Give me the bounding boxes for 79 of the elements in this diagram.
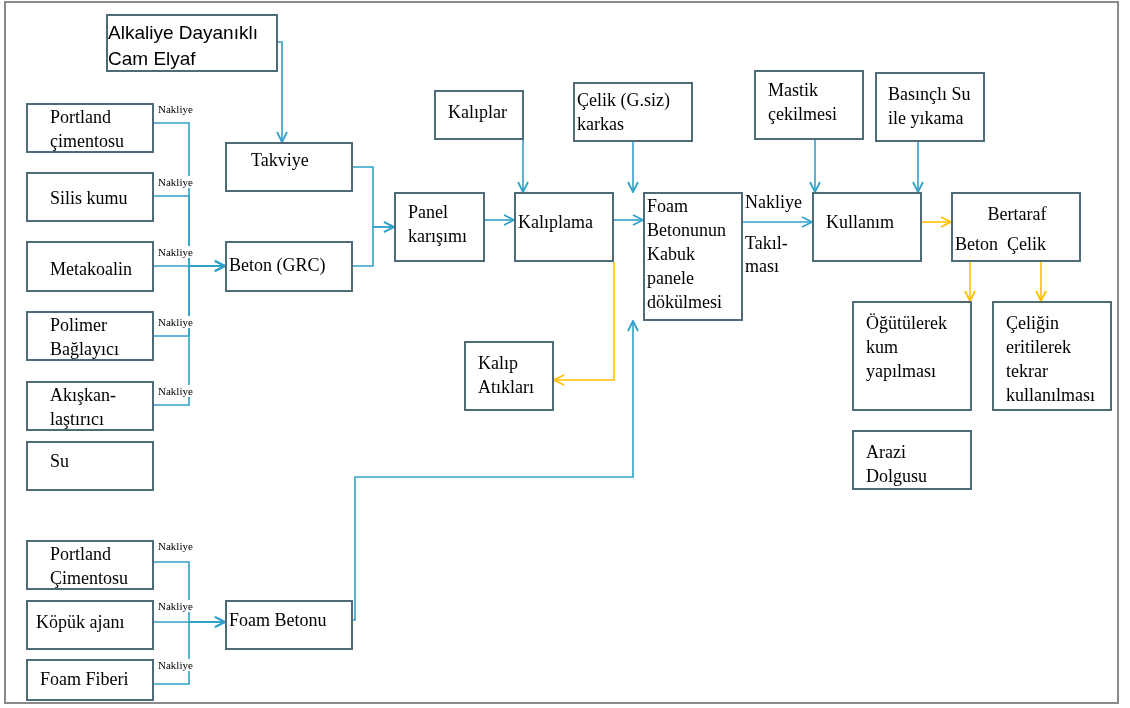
box-text: Arazi Dolgusu xyxy=(866,441,928,488)
process-box xyxy=(434,90,524,140)
box-text: Portland Çimentosu xyxy=(50,543,129,590)
box-text: Köpük ajanı xyxy=(36,611,126,634)
process-box xyxy=(852,430,972,490)
box-text: Silis kumu xyxy=(50,187,129,210)
box-text: Beton (GRC) xyxy=(229,254,327,277)
box-text: Kullanım xyxy=(826,211,895,234)
box-text: Mastik çekilmesi xyxy=(768,79,838,126)
process-box xyxy=(26,540,154,590)
process-box xyxy=(26,103,154,153)
arrow xyxy=(742,216,813,228)
process-box xyxy=(26,600,154,650)
box-text: Metakoalin xyxy=(50,258,133,281)
process-box xyxy=(812,192,922,262)
arrow xyxy=(484,214,515,226)
arrow xyxy=(352,221,395,267)
process-box xyxy=(992,301,1112,411)
box-text: Kalıp Atıkları xyxy=(478,352,535,399)
process-box xyxy=(394,192,485,262)
process-box xyxy=(26,381,154,431)
process-box xyxy=(26,241,154,292)
process-box xyxy=(26,441,154,491)
box-text: Takviye xyxy=(251,149,310,172)
box-text: Su xyxy=(50,450,70,473)
arrow xyxy=(627,141,639,193)
edge-label: Nakliye xyxy=(158,246,193,258)
box-text: Beton Çelik xyxy=(955,233,1047,256)
process-box xyxy=(514,192,614,262)
process-box xyxy=(951,192,1081,262)
box-text: Portland çimentosu xyxy=(50,106,125,153)
box-text: Öğütülerek kum yapılması xyxy=(866,312,948,383)
arrow xyxy=(352,320,639,621)
arrow xyxy=(553,261,615,386)
box-text: Kalıplama xyxy=(518,211,594,234)
process-box xyxy=(26,311,154,361)
process-box xyxy=(573,82,693,142)
arrow xyxy=(613,214,644,226)
arrow xyxy=(1035,261,1047,302)
edge-label: Nakliye xyxy=(158,316,193,328)
box-text: Foam Betonu xyxy=(229,609,328,632)
arrow xyxy=(921,216,952,228)
process-box xyxy=(26,659,154,701)
edge-label: Nakliye xyxy=(745,192,802,212)
box-text: Akışkan-laştırıcı xyxy=(50,384,117,431)
arrow xyxy=(964,261,976,302)
process-box xyxy=(875,72,985,142)
box-text: Basınçlı Su ile yıkama xyxy=(888,83,972,130)
arrow xyxy=(153,616,226,685)
box-text: Çelik (G.siz) karkas xyxy=(577,89,671,136)
arrow xyxy=(153,260,226,406)
edge-label: Nakliye xyxy=(158,103,193,115)
process-box xyxy=(643,192,743,321)
box-text: Çeliğin eritilerek tekrar kullanılması xyxy=(1006,312,1096,407)
box-text: Panel karışımı xyxy=(408,201,468,248)
process-box xyxy=(464,341,554,411)
process-box xyxy=(852,301,972,411)
box-heading: Bertaraf xyxy=(986,203,1048,226)
edge-label: Nakliye xyxy=(158,659,193,671)
arrow xyxy=(276,41,288,143)
box-text: Polimer Bağlayıcı xyxy=(50,314,120,361)
process-box xyxy=(26,172,154,222)
box-text: Kalıplar xyxy=(448,101,508,124)
process-box xyxy=(225,241,353,292)
process-box xyxy=(225,600,353,650)
arrow xyxy=(809,139,821,193)
process-box xyxy=(106,14,278,72)
box-text: Alkaliye Dayanıklı Cam Elyaf xyxy=(108,21,259,71)
note-text: Takıl-ması xyxy=(745,232,789,278)
edge-label: Nakliye xyxy=(158,176,193,188)
edge-label: Nakliye xyxy=(158,385,193,397)
box-text: Foam Fiberi xyxy=(40,668,130,691)
arrow xyxy=(912,141,924,193)
process-box xyxy=(225,142,353,192)
box-text: Foam Betonunun Kabuk panele dökülmesi xyxy=(647,195,727,314)
process-box xyxy=(754,70,864,140)
arrow xyxy=(517,139,529,193)
edge-label: Nakliye xyxy=(158,600,193,612)
edge-label: Nakliye xyxy=(158,540,193,552)
